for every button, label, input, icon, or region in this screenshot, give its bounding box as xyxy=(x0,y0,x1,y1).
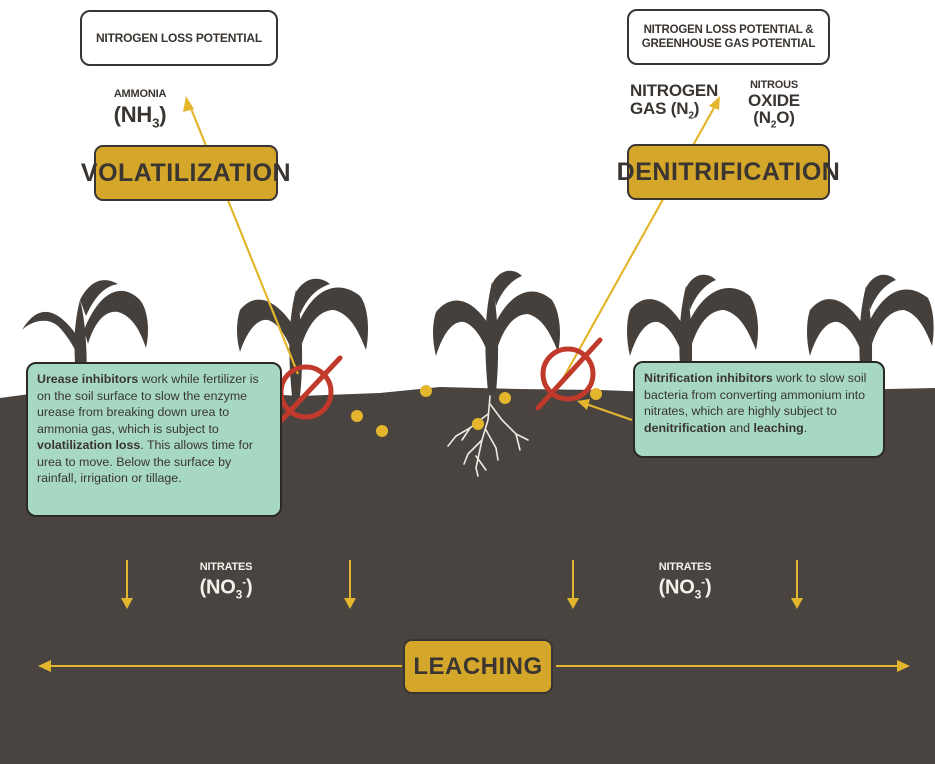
leaching-down-arrows xyxy=(121,560,803,609)
corn-plant-3 xyxy=(433,270,560,392)
leaching-box: LEACHING xyxy=(403,639,553,694)
nitrogen-loss-box-left: NITROGEN LOSS POTENTIAL xyxy=(80,10,278,66)
nitrous-line1: NITROUS xyxy=(749,79,799,91)
nitrification-text-3: . xyxy=(803,420,808,435)
nitrogen-loss-label-left: NITROGEN LOSS POTENTIAL xyxy=(95,30,263,45)
volatilization-arrowhead xyxy=(183,96,194,112)
ammonia-text: AMMONIA xyxy=(113,88,167,100)
denitrification-label: DENITRIFICATION xyxy=(616,157,841,186)
nitrogen-gas-line1: NITROGEN xyxy=(630,81,719,100)
fertilizer-pellets xyxy=(351,385,602,437)
nitrous-formula: (N2O) xyxy=(753,108,795,131)
denitrification-arrowhead xyxy=(709,96,720,110)
nitrogen-gas-line2: GAS (N2) xyxy=(630,98,700,122)
leaching-label: LEACHING xyxy=(413,652,543,680)
nitrates-left-text: NITRATES xyxy=(199,561,253,573)
nitrification-inhibitor-icon xyxy=(535,337,603,411)
ammonia-formula: (NH3) xyxy=(113,101,167,130)
urease-inhibitor-box: Urease inhibitors work while fertilizer … xyxy=(26,362,282,517)
nitrates-label-left: NITRATES (NO3-) xyxy=(192,561,260,602)
urease-text-1: work while fertilizer is on the soil sur… xyxy=(37,372,259,436)
urease-text-2: . This allows time for urea to move. Bel… xyxy=(37,438,253,485)
nitrification-bold-2: denitrification xyxy=(644,420,726,435)
nitrates-right-formula: (NO3-) xyxy=(658,574,712,602)
plant-roots xyxy=(447,395,529,477)
leaching-horizontal-arrows xyxy=(38,660,910,672)
nitrification-bold-1: Nitrification inhibitors xyxy=(644,371,773,385)
ammonia-label: AMMONIA (NH3) xyxy=(106,88,174,130)
nitrates-left-formula: (NO3-) xyxy=(199,574,253,602)
nitrates-label-right: NITRATES (NO3-) xyxy=(651,561,719,602)
urease-bold-1: Urease inhibitors xyxy=(37,372,139,386)
nitrification-inhibitor-box: Nitrification inhibitors work to slow so… xyxy=(633,361,885,458)
corn-plant-4 xyxy=(627,274,758,392)
nitrification-pointer-arrowhead xyxy=(577,399,590,410)
nitrous-line2: OXIDE xyxy=(748,90,800,110)
nitrogen-loss-box-right: NITROGEN LOSS POTENTIAL & GREENHOUSE GAS… xyxy=(627,9,830,65)
denitrification-box: DENITRIFICATION xyxy=(617,144,840,200)
nitrogen-gas-label: NITROGEN GAS (N2) xyxy=(630,81,719,122)
nitrous-oxide-label: NITROUS OXIDE (N2O) xyxy=(746,79,802,131)
volatilization-label: VOLATILIZATION xyxy=(80,158,292,187)
nitrification-pointer-arrow xyxy=(585,402,633,422)
urease-bold-2: volatilization loss xyxy=(37,438,141,452)
volatilization-box: VOLATILIZATION xyxy=(81,145,291,201)
nitrogen-loss-label-right-2: GREENHOUSE GAS POTENTIAL xyxy=(641,38,816,50)
nitrification-text-1: work to slow soil bacteria from converti… xyxy=(644,371,867,418)
nitrates-right-text: NITRATES xyxy=(658,561,712,573)
nitrification-text-2: and xyxy=(725,420,754,435)
nitrification-bold-3: leaching xyxy=(753,420,804,435)
nitrogen-loss-label-right-1: NITROGEN LOSS POTENTIAL & xyxy=(643,23,814,36)
